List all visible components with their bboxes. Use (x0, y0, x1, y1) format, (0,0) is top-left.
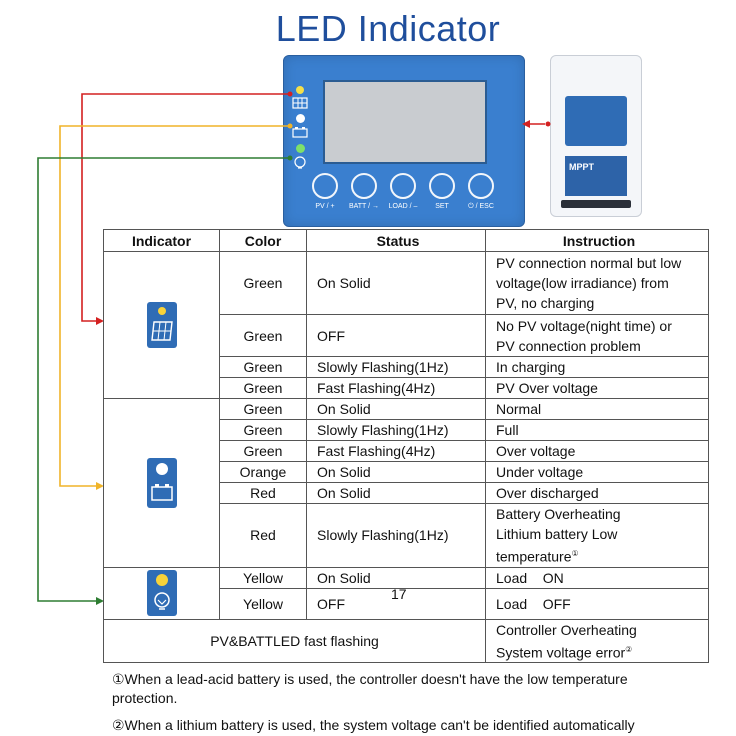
table-row: Yellow On Solid Load ON (103, 566, 709, 620)
set-label: SET (435, 203, 449, 210)
header-instruction: Instruction (485, 229, 709, 252)
table-row: Green On Solid Normal (103, 398, 709, 568)
pv-plus-label: PV / + (315, 203, 335, 210)
battery-indicator-cell (103, 398, 220, 568)
solar-panel-icon (146, 302, 177, 348)
led-indicator-table: Indicator Color Status Instruction Green… (103, 229, 709, 664)
table-row: Yellow OFF 17 Load OFF (104, 586, 709, 620)
page-title: LED Indicator (275, 8, 501, 49)
power-esc-label: ⏻ / ESC (468, 203, 494, 210)
load-bulb-icon (146, 570, 177, 617)
table-row: Green Fast Flashing(4Hz) Over voltage (104, 440, 709, 462)
battery-icon (146, 457, 177, 508)
solar-panel-icon (292, 97, 308, 109)
lcd-screen (323, 80, 487, 164)
header-indicator: Indicator (103, 229, 220, 252)
power-esc-button[interactable] (468, 173, 494, 199)
batt-right-label: BATT / → (348, 203, 380, 210)
table-row: Red Slowly Flashing(1Hz) Battery Overhea… (104, 503, 709, 568)
header-status: Status (306, 229, 486, 252)
floating-number: 17 (391, 585, 407, 602)
table-header-row: Indicator Color Status Instruction (103, 229, 709, 252)
table-row: PV&BATTLED fast flashing Controller Over… (103, 618, 709, 664)
footnote-mark-2: ② (625, 644, 633, 654)
device-model-label: MPPT (569, 162, 595, 172)
load-indicator-cell (103, 566, 220, 620)
batt-right-button[interactable] (351, 173, 377, 199)
controller-device-photo: MPPT (550, 55, 642, 217)
pv-indicator-cell (103, 251, 220, 399)
batt-led (296, 114, 305, 123)
header-color: Color (219, 229, 307, 252)
pv-led (296, 86, 304, 94)
pv-plus-button[interactable] (312, 173, 338, 199)
table-row: Red On Solid Over discharged (104, 482, 709, 504)
table-row: Green On Solid PV connection normal but … (103, 251, 709, 399)
load-led (296, 144, 305, 153)
load-minus-button[interactable] (390, 173, 416, 199)
note-1-line-1: ①When a lead-acid battery is used, the c… (112, 671, 628, 687)
load-bulb-icon (294, 156, 306, 169)
footer-label: PV&BATTLED fast flashing (103, 618, 486, 664)
note-2: ②When a lithium battery is used, the sys… (112, 717, 635, 733)
table-row: Orange On Solid Under voltage (104, 461, 709, 483)
table-row: Green Slowly Flashing(1Hz) In charging (104, 356, 709, 378)
footnote-mark-1: ① (571, 549, 579, 558)
load-minus-label: LOAD / – (388, 203, 418, 210)
set-button[interactable] (429, 173, 455, 199)
table-row: Green Slowly Flashing(1Hz) Full (104, 419, 709, 441)
note-1-line-2: protection. (112, 690, 178, 706)
battery-icon (292, 127, 308, 138)
